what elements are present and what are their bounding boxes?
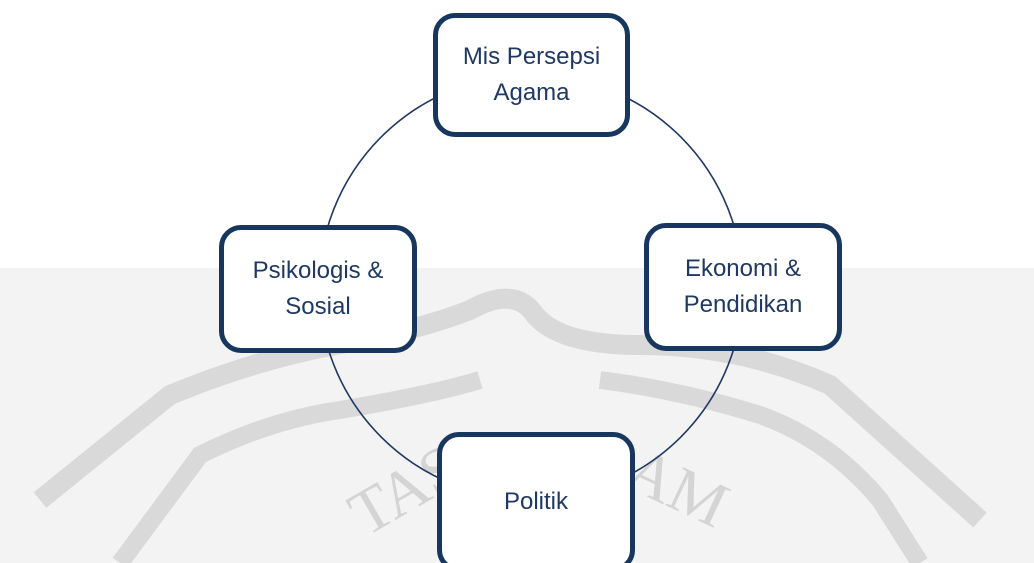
node-label-bottom: Politik [503, 488, 569, 515]
node-label-left: Psikologis & Sosial [252, 257, 384, 320]
node-label-top: Mis Persepsi Agama [462, 43, 601, 106]
node-politik: Politik [437, 432, 635, 563]
node-psikologis-sosial: Psikologis & Sosial [219, 225, 417, 353]
node-mis-persepsi-agama: Mis Persepsi Agama [433, 13, 630, 137]
node-label-right: Ekonomi & Pendidikan [683, 255, 803, 318]
node-ekonomi-pendidikan: Ekonomi & Pendidikan [644, 223, 842, 351]
